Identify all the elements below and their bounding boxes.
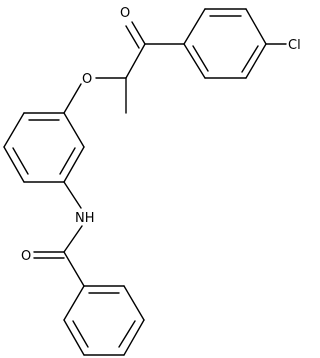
amide-group	[33, 225, 85, 287]
atom-label-amide-nh: NH	[75, 211, 95, 226]
central-phenyl-ring	[3, 112, 85, 183]
benzoyl-phenyl-ring	[63, 285, 145, 356]
atom-label-amide-oxygen: O	[21, 249, 31, 264]
atom-label-carbonyl-oxygen: O	[120, 6, 130, 21]
atom-labels: O Cl O NH O	[21, 6, 301, 264]
atom-label-chlorine: Cl	[288, 38, 301, 53]
ketone-linker	[95, 21, 185, 114]
chlorophenyl-ring	[183, 8, 267, 79]
atom-label-ether-oxygen: O	[82, 72, 92, 87]
aryl-n-bond	[63, 181, 82, 209]
ether-bond	[63, 83, 82, 114]
